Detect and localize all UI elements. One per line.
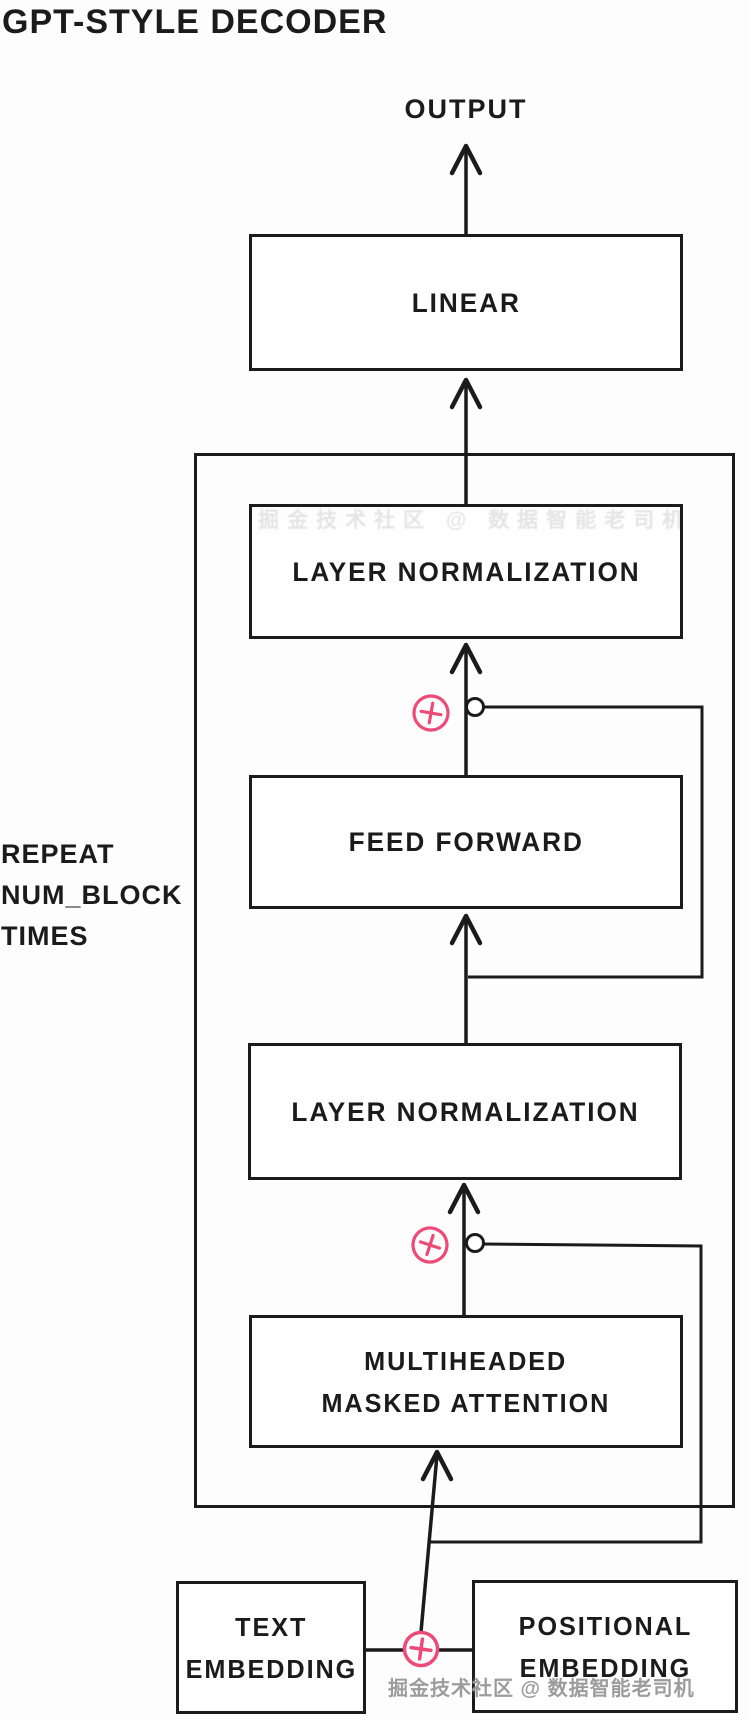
layer-norm-top-box: 掘金技术社区 @ 数据智能老司机 LAYER NORMALIZATION: [249, 504, 683, 639]
positional-embedding-label-line1: POSITIONAL: [518, 1610, 692, 1641]
add-icon-embeddings: [402, 1630, 440, 1668]
masked-attention-label-line1: MULTIHEADED: [364, 1345, 568, 1376]
repeat-times-label: REPEAT NUM_BLOCK TIMES: [1, 834, 183, 957]
positional-embedding-box: POSITIONAL EMBEDDING: [472, 1580, 738, 1713]
repeat-label-line3: TIMES: [1, 921, 89, 951]
output-label: OUTPUT: [404, 94, 528, 124]
output-arrow: [449, 143, 483, 234]
text-embedding-box: TEXT EMBEDDING: [176, 1581, 366, 1714]
repeat-label-line2: NUM_BLOCK: [1, 880, 183, 910]
layer-norm-bottom-label: LAYER NORMALIZATION: [290, 1096, 640, 1127]
watermark: 掘金技术社区 @ 数据智能老司机: [388, 1678, 695, 1700]
layer-norm-bottom-box: LAYER NORMALIZATION: [248, 1043, 682, 1180]
layer-norm-top-label: LAYER NORMALIZATION: [291, 556, 641, 587]
masked-attention-label-line2: MASKED ATTENTION: [321, 1387, 611, 1418]
feed-forward-box: FEED FORWARD: [249, 775, 683, 909]
feed-forward-label: FEED FORWARD: [348, 827, 584, 857]
linear-box-label: LINEAR: [411, 287, 521, 318]
positional-embedding-label-line2: EMBEDDING: [519, 1652, 691, 1683]
text-embedding-label-line1: TEXT: [234, 1611, 308, 1642]
repeat-label-line1: REPEAT: [1, 839, 115, 869]
text-embedding-label-line2: EMBEDDING: [185, 1653, 357, 1684]
masked-attention-box: MULTIHEADED MASKED ATTENTION: [249, 1315, 683, 1448]
linear-box: LINEAR: [249, 234, 683, 371]
diagram-title: GPT-STYLE DECODER: [2, 3, 388, 41]
faint-watermark: 掘金技术社区 @ 数据智能老司机: [258, 509, 683, 532]
